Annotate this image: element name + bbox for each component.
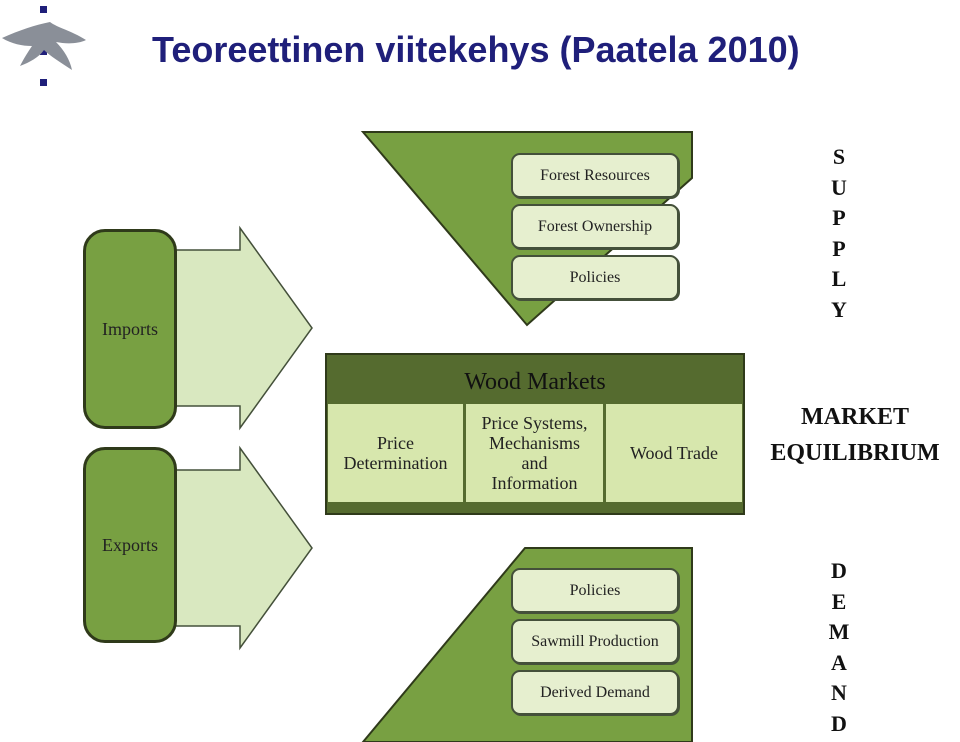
exports-label: Exports [102,534,158,555]
flame-logo-icon [2,6,86,86]
demand-letters: D E M A N D [824,556,854,739]
market-cell-line: Mechanisms [489,433,580,453]
supply-letters: S U P P L Y [824,142,854,325]
wood-markets-header: Wood Markets [464,368,606,395]
demand-letter: D [831,710,847,736]
supply-factor-policies: Policies [511,255,679,300]
equilibrium-line-equilibrium: EQUILIBRIUM [770,440,940,466]
market-cell-line: Price [377,433,414,453]
imports-label: Imports [102,318,158,339]
exports-box [83,447,177,643]
demand-factor-sawmill-production: Sawmill Production [511,619,679,664]
demand-letter: M [828,619,850,644]
market-cell-line: Information [491,473,578,493]
supply-letter: U [831,174,847,200]
import-arrow [174,225,313,431]
market-cell-line: Determination [343,453,448,473]
supply-letter: Y [831,296,847,322]
imports-box [83,229,177,429]
page-title: Teoreettinen viitekehys (Paatela 2010) [152,29,800,70]
market-cell-line: Wood Trade [629,443,719,463]
demand-letter: D [831,558,847,583]
supply-letter: P [832,205,846,230]
market-cell-wood-trade: Wood Trade [606,404,742,502]
export-arrow [174,445,313,651]
supply-letter: S [832,144,846,169]
equilibrium-line-market: MARKET [801,404,909,430]
supply-letter: L [831,266,847,291]
supply-letter: P [832,235,846,261]
supply-factor-forest-resources: Forest Resources [511,153,679,198]
demand-letter: A [831,649,847,675]
demand-factor-derived-demand: Derived Demand [511,670,679,715]
demand-letter: E [831,588,847,614]
market-cell-line: and [521,453,548,473]
market-cell-line: Price Systems, [481,413,588,433]
demand-factor-policies: Policies [511,568,679,613]
demand-letter: N [831,680,847,705]
supply-factor-forest-ownership: Forest Ownership [511,204,679,249]
